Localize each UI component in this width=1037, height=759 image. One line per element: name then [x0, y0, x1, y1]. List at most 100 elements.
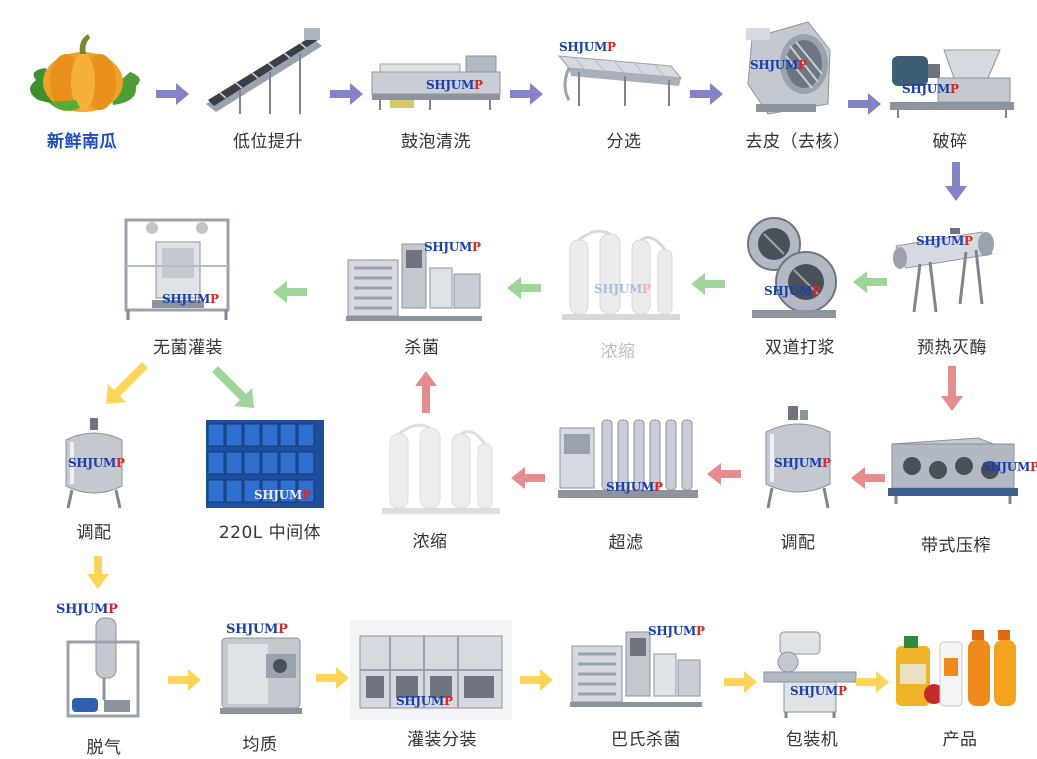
bubble-washer-icon: [371, 55, 501, 110]
brand-logo: SHJUMP: [982, 460, 1037, 474]
arrow-left: [707, 463, 741, 485]
step-pasteurization: SHJUMP: [568, 622, 705, 712]
arrow-right: [156, 83, 189, 105]
step-sorting-label: 分选: [606, 132, 642, 152]
step-deaeration: SHJUMP: [56, 602, 142, 722]
brand-logo: SHJUMP: [774, 456, 831, 470]
arrow-down: [945, 162, 967, 201]
step-low-lift-label: 低位提升: [233, 132, 303, 152]
step-fresh-pumpkin: [18, 20, 148, 120]
juice-bottles-icon: [896, 630, 1016, 707]
step-aseptic-filling-label: 无菌灌装: [153, 338, 223, 358]
arrow-down-right: [212, 366, 254, 408]
ultrafiltration-icon: [558, 419, 698, 498]
step-homogenization-label: 均质: [242, 735, 278, 755]
step-product: [890, 624, 1020, 710]
mixing-tank-icon: [65, 418, 123, 509]
peeler-icon: [746, 21, 831, 115]
step-double-pulping-label: 双道打浆: [765, 338, 835, 358]
arrow-right: [848, 93, 881, 115]
step-blending-1-label: 调配: [780, 533, 816, 553]
step-concentration-2-label: 浓缩: [412, 532, 448, 552]
arrow-right: [330, 83, 363, 105]
arrow-right: [520, 669, 553, 691]
belt-press-icon: [888, 437, 1018, 504]
step-concentration-2: [376, 420, 506, 520]
step-deaeration-label: 脱气: [86, 738, 122, 758]
brand-logo: SHJUMP: [594, 282, 651, 296]
step-sorting: SHJUMP: [555, 38, 685, 110]
arrow-right: [316, 667, 349, 689]
arrow-left: [853, 271, 887, 293]
bottling-line-icon: [350, 620, 512, 720]
step-aseptic-filling: SHJUMP: [122, 212, 232, 322]
arrow-left: [273, 281, 307, 303]
arrow-left: [511, 467, 545, 489]
step-blending-2-label: 调配: [76, 523, 112, 543]
step-crushing: SHJUMP: [888, 44, 1016, 120]
brand-logo: SHJUMP: [56, 602, 118, 617]
brand-logo: SHJUMP: [902, 82, 959, 96]
step-belt-press: SHJUMP: [888, 434, 1037, 506]
preheater-icon: [893, 228, 994, 313]
brand-logo: SHJUMP: [750, 58, 807, 72]
homogenizer-icon: [220, 637, 302, 714]
arrow-up: [415, 371, 437, 413]
brand-logo: SHJUMP: [648, 624, 705, 638]
brand-logo: SHJUMP: [68, 456, 125, 470]
step-sterilization-label: 杀菌: [404, 338, 440, 358]
step-220l-drums-label: 220L 中间体: [218, 523, 322, 543]
arrow-down: [87, 556, 109, 589]
pasteurizer-icon: [570, 631, 702, 707]
sorting-conveyor-icon: [557, 55, 683, 106]
step-homogenization: SHJUMP: [216, 620, 306, 716]
step-peeling-label: 去皮（去核）: [745, 132, 851, 152]
step-concentration-1-label: 浓缩: [600, 342, 636, 362]
step-filling-packing: SHJUMP: [350, 620, 512, 720]
step-packaging-machine-label: 包装机: [785, 730, 839, 750]
brand-logo: SHJUMP: [916, 234, 973, 248]
arrow-right: [724, 671, 757, 693]
aseptic-filler-icon: [124, 218, 230, 320]
step-peeling: SHJUMP: [738, 14, 836, 118]
step-product-label: 产品: [942, 730, 978, 750]
brand-logo: SHJUMP: [226, 622, 288, 637]
pulper-icon: [747, 217, 837, 318]
arrow-right: [690, 83, 723, 105]
step-low-lift: [200, 24, 328, 116]
evaporator-icon: [562, 229, 680, 320]
step-sterilization: SHJUMP: [344, 238, 484, 324]
brand-logo: SHJUMP: [396, 694, 453, 708]
brand-logo: SHJUMP: [559, 40, 616, 54]
step-preheat: SHJUMP: [890, 222, 1000, 318]
mixing-tank-icon: [765, 406, 831, 509]
step-preheat-label: 预热灭酶: [917, 338, 987, 358]
step-concentration-1: SHJUMP: [556, 226, 686, 326]
step-belt-press-label: 带式压榨: [921, 536, 991, 556]
arrow-left: [507, 277, 541, 299]
evaporator-icon: [382, 423, 500, 514]
step-double-pulping: SHJUMP: [744, 210, 844, 322]
brand-logo: SHJUMP: [162, 292, 219, 306]
step-packaging-machine: SHJUMP: [760, 628, 860, 718]
brand-logo: SHJUMP: [606, 480, 663, 494]
step-pasteurization-label: 巴氏杀菌: [611, 730, 681, 750]
conveyor-elevator-icon: [206, 28, 322, 114]
step-220l-drums: SHJUMP: [206, 420, 324, 508]
step-crushing-label: 破碎: [932, 132, 968, 152]
step-blending-1: SHJUMP: [760, 406, 836, 510]
arrow-right: [856, 671, 889, 693]
arrow-left: [691, 273, 725, 295]
step-ultrafiltration: SHJUMP: [556, 418, 700, 504]
step-bubble-wash-label: 鼓泡清洗: [401, 132, 471, 152]
brand-logo: SHJUMP: [254, 488, 311, 502]
arrow-down: [941, 366, 963, 411]
step-filling-packing-label: 灌装分装: [407, 730, 477, 750]
deaerator-icon: [66, 617, 140, 718]
pumpkin-icon: [29, 34, 140, 112]
step-blending-2: SHJUMP: [58, 418, 130, 510]
drums-icon: [206, 420, 324, 508]
brand-logo: SHJUMP: [426, 78, 483, 92]
arrow-down-left: [106, 362, 148, 404]
